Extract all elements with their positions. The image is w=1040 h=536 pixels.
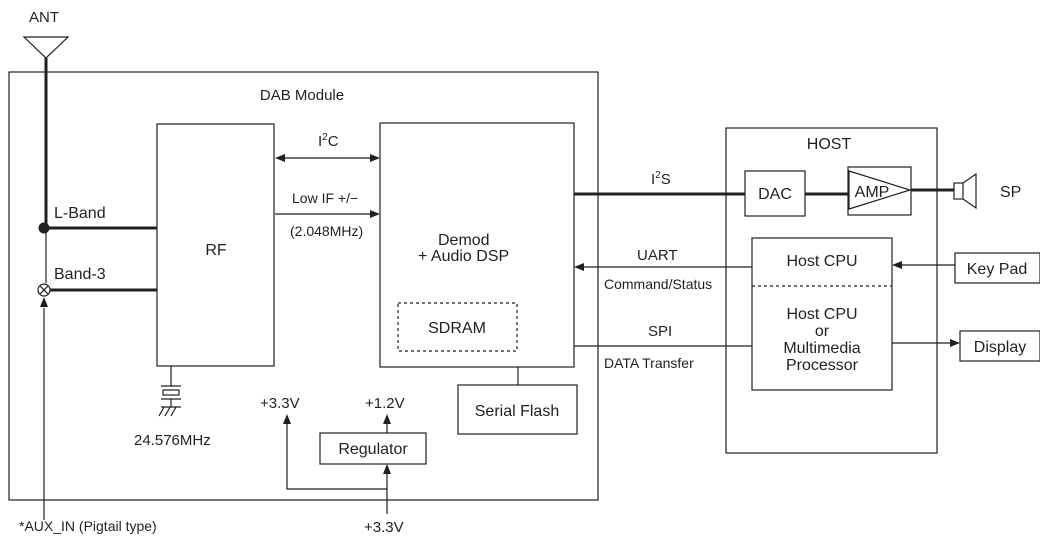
regulator-label: Regulator <box>338 441 408 458</box>
dab-module-title: DAB Module <box>260 87 344 104</box>
i2c-arrowhead-left <box>275 154 285 162</box>
v33-supply-arrowhead <box>383 464 391 474</box>
aux-in-arrowhead <box>40 297 48 307</box>
low-if-frequency-label: (2.048MHz) <box>290 223 363 239</box>
speaker-label: SP <box>1000 184 1021 201</box>
l-band-label: L-Band <box>54 205 106 222</box>
uart-label: UART <box>637 247 678 264</box>
i2s-label: I2S <box>651 170 671 188</box>
v12-arrowhead <box>383 414 391 424</box>
regulator-block <box>319 432 427 465</box>
v33-left-arrowhead <box>283 414 291 424</box>
host-cpu-2-label: Host CPU <box>786 306 857 323</box>
multimedia-label: Multimedia <box>783 340 860 357</box>
band3-switch-icon <box>37 283 51 297</box>
host-cpu-label: Host CPU <box>786 253 857 270</box>
spi-label: SPI <box>648 323 672 340</box>
host-box <box>725 127 938 454</box>
command-status-label: Command/Status <box>604 276 712 292</box>
crystal-frequency-label: 24.576MHz <box>134 432 211 449</box>
amp-label: AMP <box>855 184 890 201</box>
demod-dsp-block <box>379 122 575 368</box>
display-arrowhead <box>950 339 960 347</box>
audio-dsp-label: + Audio DSP <box>418 248 509 265</box>
crystal-icon <box>158 385 181 417</box>
uart-arrowhead <box>574 263 584 271</box>
low-if-arrowhead <box>370 210 380 218</box>
host-cpu-or-label: or <box>815 323 830 340</box>
dab-module-box <box>8 71 599 501</box>
v12-label: +1.2V <box>365 395 405 412</box>
v33-bottom-label: +3.3V <box>364 519 404 536</box>
sdram-label: SDRAM <box>428 320 486 337</box>
host-cpu-block <box>751 237 893 391</box>
low-if-label: Low IF +/− <box>292 190 358 206</box>
v33-left-label: +3.3V <box>260 395 300 412</box>
key-pad-label: Key Pad <box>967 261 1027 278</box>
processor-label: Processor <box>786 357 859 374</box>
rf-label: RF <box>205 242 227 259</box>
v33-branch-line <box>286 424 387 490</box>
dac-label: DAC <box>758 186 792 203</box>
display-block <box>959 330 1040 362</box>
data-transfer-label: DATA Transfer <box>604 355 694 371</box>
rf-block <box>156 123 275 367</box>
amp-triangle-icon <box>848 170 913 210</box>
serial-flash-block <box>457 384 578 435</box>
speaker-icon <box>953 172 977 210</box>
display-label: Display <box>974 339 1026 356</box>
key-pad-block <box>954 252 1040 284</box>
i2c-label: I2C <box>318 132 339 150</box>
antenna-label: ANT <box>29 9 59 26</box>
key-pad-arrowhead <box>892 261 902 269</box>
host-title: HOST <box>807 136 852 153</box>
aux-in-label: *AUX_IN (Pigtail type) <box>19 518 157 534</box>
serial-flash-label: Serial Flash <box>475 403 559 420</box>
band3-label: Band-3 <box>54 266 106 283</box>
demod-label: Demod <box>438 232 490 249</box>
i2c-arrowhead-right <box>370 154 380 162</box>
antenna-icon <box>22 36 70 59</box>
